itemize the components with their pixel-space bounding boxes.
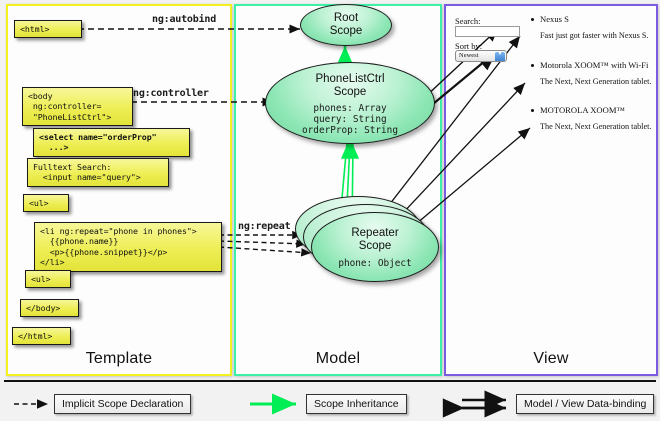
code-block-li-ng-repeat: <li ng:repeat="phone in phones"> {{phone…	[34, 222, 222, 272]
code-block-html-open: <html>	[14, 20, 82, 39]
code-block-ul-open: <ul>	[23, 194, 69, 213]
scope-root-title-line1: Root	[333, 12, 359, 24]
code-block-select-orderprop: <select name="orderProp" ...>	[33, 128, 190, 157]
phone-snippet: The Next, Next Generation tablet.	[540, 77, 652, 86]
bullet-icon	[531, 108, 534, 112]
legend: Implicit Scope Declaration Scope Inherit…	[0, 390, 660, 421]
scope-ctrl-title-line1: PhoneListCtrl	[315, 73, 385, 85]
label-ng-autobind: ng:autobind	[152, 14, 217, 25]
sort-by-select[interactable]: Newest ▾	[455, 50, 507, 62]
column-template: Template	[6, 4, 232, 376]
scope-ctrl-prop-orderprop: orderProp: String	[302, 125, 398, 137]
scope-root: Root Scope	[300, 4, 392, 46]
label-ng-controller: ng:controller	[133, 88, 209, 99]
legend-item-model-view-data-binding: Model / View Data-binding	[516, 394, 655, 414]
list-item: Nexus S Fast just got faster with Nexus …	[531, 14, 649, 40]
code-block-ul-close: <ul>	[25, 270, 71, 289]
phone-name: MOTOROLA XOOM™	[531, 105, 651, 115]
view-sort-label: Sort by:	[455, 41, 483, 51]
bullet-icon	[531, 17, 534, 21]
scope-repeater-prop-phone: phone: Object	[338, 258, 412, 269]
legend-item-scope-inheritance: Scope Inheritance	[306, 394, 407, 414]
legend-item-implicit-scope-declaration: Implicit Scope Declaration	[54, 394, 192, 414]
column-label-model: Model	[315, 350, 361, 367]
code-block-body-close: </body>	[20, 299, 79, 318]
scope-ctrl-title-line2: Scope	[333, 86, 367, 98]
sort-by-selected-value: Newest	[459, 52, 479, 59]
phone-name: Motorola XOOM™ with Wi-Fi	[531, 60, 651, 70]
column-model: Model	[234, 4, 442, 376]
scope-phonelistctrl: PhoneListCtrl Scope phones: Array query:…	[265, 62, 435, 144]
column-label-view: View	[533, 350, 569, 367]
label-ng-repeat: ng:repeat	[238, 221, 291, 232]
legend-divider	[4, 380, 656, 382]
chevron-down-icon: ▾	[495, 51, 505, 61]
phone-name: Nexus S	[531, 14, 648, 24]
column-label-template: Template	[85, 350, 153, 367]
search-input[interactable]	[455, 26, 520, 37]
list-item: Motorola XOOM™ with Wi-Fi The Next, Next…	[531, 60, 652, 86]
scope-ctrl-prop-phones: phones: Array	[313, 103, 387, 114]
view-search-label: Search:	[455, 16, 481, 26]
scope-ctrl-prop-query: query: String	[313, 114, 387, 126]
phone-snippet: The Next, Next Generation tablet.	[540, 122, 652, 131]
phone-snippet: Fast just got faster with Nexus S.	[540, 31, 649, 40]
scope-repeater-title-line1: Repeater	[351, 227, 399, 239]
code-block-body-controller: <body ng:controller= "PhoneListCtrl">	[22, 87, 133, 127]
scope-repeater-title-line2: Scope	[358, 240, 392, 252]
code-block-html-close: </html>	[12, 327, 71, 346]
code-block-fulltext-search: Fulltext Search: <input name="query">	[27, 158, 169, 187]
list-item: MOTOROLA XOOM™ The Next, Next Generation…	[531, 105, 652, 131]
bullet-icon	[531, 63, 534, 67]
scope-root-title-line2: Scope	[329, 25, 363, 37]
scope-repeater: Repeater Scope phone: Object	[311, 212, 439, 282]
